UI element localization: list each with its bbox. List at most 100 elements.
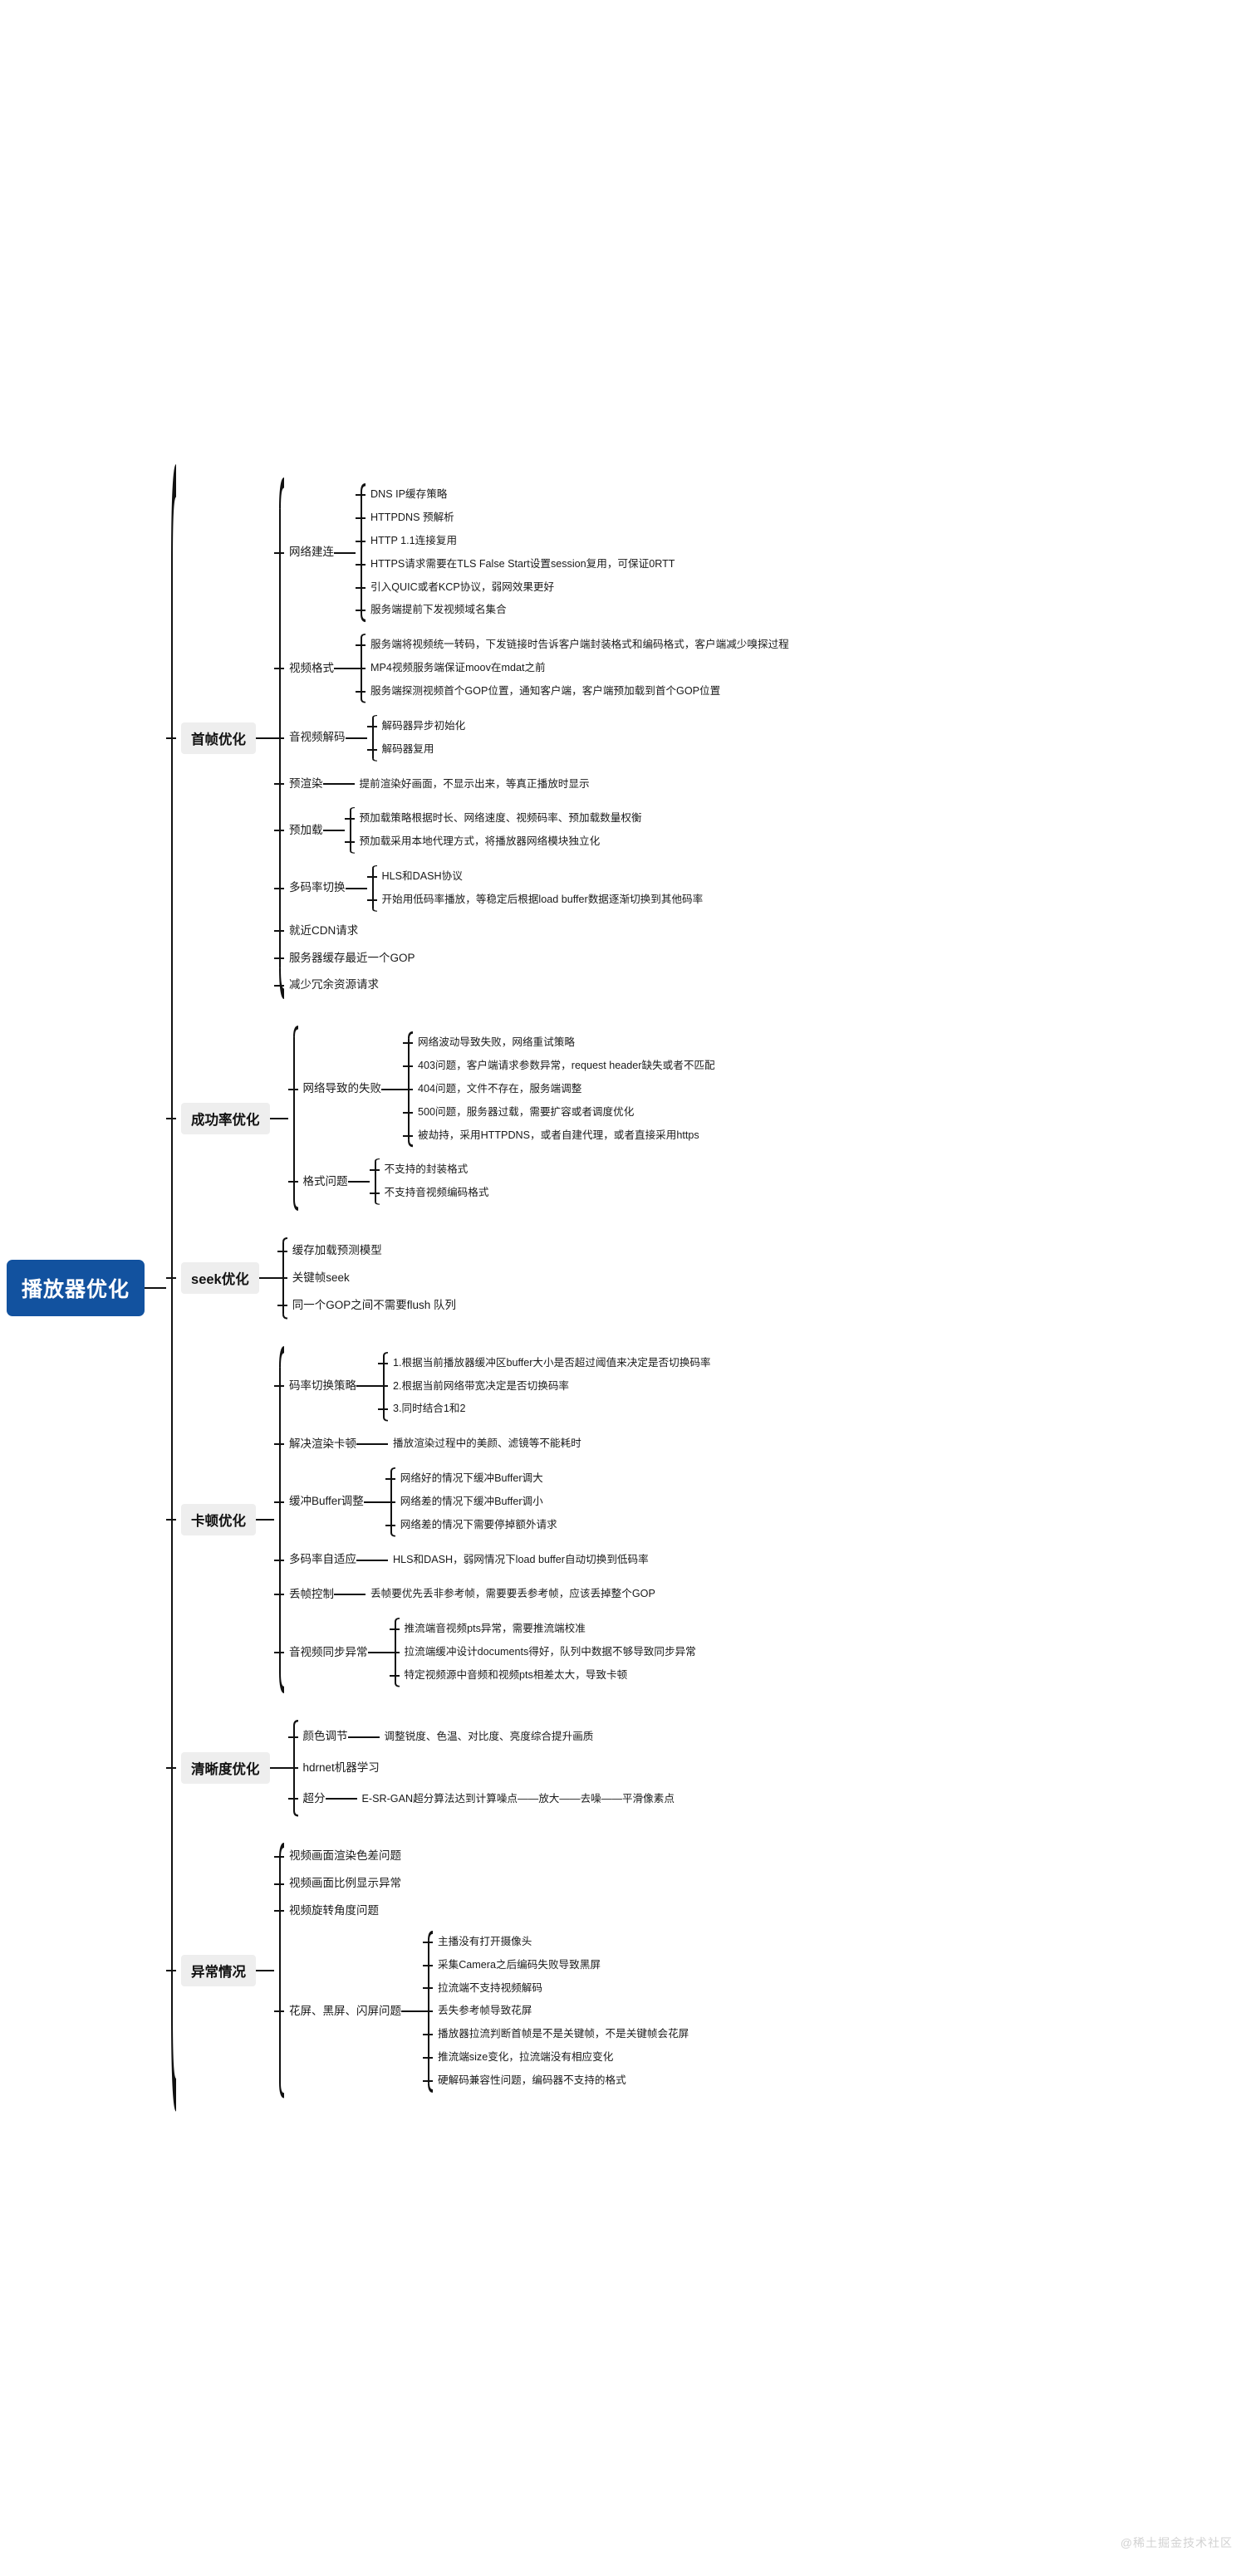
mindmap-leaf-label[interactable]: 推流端音视频pts异常，需要推流端校准 <box>404 1623 586 1635</box>
connector-dash <box>277 1277 287 1280</box>
mindmap-branch-label[interactable]: 网络导致的失败 <box>302 1082 382 1095</box>
mindmap-branch-label[interactable]: 音视频同步异常 <box>289 1645 368 1658</box>
mindmap-leaf-label[interactable]: 不支持音视频编码格式 <box>384 1187 489 1199</box>
mindmap-leaf-label[interactable]: 被劫持，采用HTTPDNS，或者自建代理，或者直接采用https <box>418 1129 699 1141</box>
mindmap-branch-label[interactable]: 网络建连 <box>289 546 335 559</box>
mindmap-leaf-label[interactable]: 特定视频源中音频和视频pts相差太大，导致卡顿 <box>404 1668 628 1681</box>
mindmap-leaf-label[interactable]: 服务端探测视频首个GOP位置，通知客户端，客户端预加载到首个GOP位置 <box>370 684 721 697</box>
mindmap-node: 提前渲染好画面，不显示出来，等真正播放时显示 <box>344 777 590 792</box>
mindmap-node: 多码率切换 <box>274 880 346 896</box>
mindmap-node-l2: hdrnet机器学习 <box>287 1761 675 1776</box>
mindmap-leaf-label[interactable]: 网络好的情况下缓冲Buffer调大 <box>400 1472 543 1485</box>
mindmap-branch-title[interactable]: seek优化 <box>181 1262 259 1295</box>
mindmap-node: 码率切换策略 <box>274 1379 356 1394</box>
mindmap-branch-label[interactable]: 解决渲染卡顿 <box>289 1437 357 1450</box>
mindmap-branch-title[interactable]: 成功率优化 <box>181 1102 270 1134</box>
mindmap-branch-label[interactable]: 视频画面比例显示异常 <box>289 1877 402 1890</box>
mindmap-branch-title[interactable]: 清晰度优化 <box>181 1752 270 1785</box>
mindmap-leaf-label[interactable]: 播放器拉流判断首帧是不是关键帧，不是关键帧会花屏 <box>438 2028 689 2040</box>
mindmap-leaf-label[interactable]: 服务端提前下发视频域名集合 <box>370 604 507 616</box>
mindmap-leaf-label[interactable]: HTTPDNS 预解析 <box>370 512 454 524</box>
mindmap-branch-label[interactable]: 缓冲Buffer调整 <box>289 1495 364 1508</box>
mindmap-branch-label[interactable]: 丢帧控制 <box>289 1587 335 1600</box>
mindmap-branch-title[interactable]: 异常情况 <box>181 1955 257 1987</box>
mindmap-branch-label[interactable]: 视频旋转角度问题 <box>289 1904 380 1917</box>
mindmap-leaf-label[interactable]: 推流端size变化，拉流端没有相应变化 <box>438 2051 614 2064</box>
mindmap-branch-label[interactable]: 就近CDN请求 <box>289 923 359 937</box>
mindmap-branch-label[interactable]: 多码率切换 <box>289 881 346 894</box>
mindmap-leaf-label[interactable]: HTTPS请求需要在TLS False Start设置session复用，可保证… <box>370 557 675 570</box>
mindmap-leaf-label[interactable]: 网络差的情况下缓冲Buffer调小 <box>400 1495 543 1507</box>
mindmap-branch-label[interactable]: 颜色调节 <box>302 1730 348 1743</box>
mindmap-leaf-label[interactable]: 2.根据当前网络带宽决定是否切换码率 <box>393 1379 570 1392</box>
mindmap-branch-label[interactable]: 视频格式 <box>289 661 335 674</box>
mindmap-branch-label[interactable]: 音视频解码 <box>289 731 346 744</box>
mindmap-leaf-label[interactable]: 硬解码兼容性问题，编码器不支持的格式 <box>438 2074 626 2086</box>
mindmap-leaf-label[interactable]: 404问题，文件不存在，服务端调整 <box>418 1082 582 1095</box>
mindmap-leaf-label[interactable]: HLS和DASH，弱网情况下load buffer自动切换到低码率 <box>393 1553 649 1565</box>
root-node-label[interactable]: 播放器优化 <box>7 1260 145 1316</box>
mindmap-branch-label[interactable]: 格式问题 <box>302 1174 348 1188</box>
mindmap-leaf-label[interactable]: HTTP 1.1连接复用 <box>370 534 458 546</box>
mindmap-leaf-label[interactable]: 解码器异步初始化 <box>381 719 466 732</box>
mindmap-leaf-label[interactable]: HLS和DASH协议 <box>381 870 463 883</box>
mindmap-leaf-label[interactable]: 丢帧要优先丢非参考帧，需要要丢参考帧，应该丢掉整个GOP <box>370 1588 655 1600</box>
mindmap-node-l2: 关键帧seek <box>277 1271 456 1286</box>
mindmap-leaf-label[interactable]: 预加载采用本地代理方式，将播放器网络模块独立化 <box>359 835 601 848</box>
mindmap-leaf-label[interactable]: 开始用低码率播放，等稳定后根据load buffer数据逐渐切换到其他码率 <box>381 893 704 905</box>
mindmap-leaf-label[interactable]: 采集Camera之后编码失败导致黑屏 <box>438 1958 601 1971</box>
mindmap-leaf-label[interactable]: 拉流端缓冲设计documents得好，队列中数据不够导致同步异常 <box>404 1646 696 1658</box>
mindmap-branch-label[interactable]: 缓存加载预测模型 <box>292 1244 382 1257</box>
mindmap-branch-label[interactable]: 花屏、黑屏、闪屏问题 <box>289 2004 402 2017</box>
mindmap-leaf-label[interactable]: 3.同时结合1和2 <box>393 1403 466 1415</box>
mindmap-branch-label[interactable]: 预加载 <box>289 823 323 836</box>
mindmap-leaf-label[interactable]: 主播没有打开摄像头 <box>438 1935 532 1947</box>
mindmap-node: 缓冲Buffer调整 <box>274 1494 364 1510</box>
mindmap-node: 丢失参考帧导致花屏 <box>423 2004 689 2019</box>
mindmap-branch-label[interactable]: 同一个GOP之间不需要flush 队列 <box>292 1298 457 1311</box>
mindmap-children-l3: 网络好的情况下缓冲Buffer调大网络差的情况下缓冲Buffer调小网络差的情况… <box>385 1467 557 1537</box>
mindmap-leaf-label[interactable]: 服务端将视频统一转码，下发链接时告诉客户端封装格式和编码格式，客户端减少嗅探过程 <box>370 639 789 651</box>
mindmap-leaf-label[interactable]: DNS IP缓存策略 <box>370 488 448 501</box>
mindmap-leaf-label[interactable]: 网络波动导致失败，网络重试策略 <box>418 1036 575 1049</box>
mindmap-branch-label[interactable]: 减少冗余资源请求 <box>289 978 380 992</box>
mindmap-leaf-label[interactable]: 网络差的情况下需要停掉额外请求 <box>400 1518 557 1530</box>
mindmap-branch-label[interactable]: 超分 <box>302 1792 326 1805</box>
mindmap-node-l2: 减少冗余资源请求 <box>274 977 789 993</box>
connector-stub <box>325 1798 347 1800</box>
mindmap-leaf-label[interactable]: 丢失参考帧导致花屏 <box>438 2005 532 2017</box>
mindmap-leaf-label[interactable]: 预加载策略根据时长、网络速度、视频码率、预加载数量权衡 <box>359 812 642 825</box>
mindmap-node-l2: 视频旋转角度问题 <box>274 1903 689 1919</box>
mindmap-branch-title[interactable]: 首帧优化 <box>181 722 257 755</box>
mindmap-leaf-label[interactable]: E-SR-GAN超分算法达到计算噪点——放大——去噪——平滑像素点 <box>361 1792 675 1805</box>
mindmap-branch-label[interactable]: hdrnet机器学习 <box>302 1761 380 1774</box>
mindmap-node: 多码率自适应 <box>274 1552 356 1568</box>
mindmap-subtree-l3: E-SR-GAN超分算法达到计算噪点——放大——去噪——平滑像素点 <box>346 1788 675 1811</box>
mindmap-branch-label[interactable]: 视频画面渲染色差问题 <box>289 1849 402 1863</box>
mindmap-branch-label[interactable]: 多码率自适应 <box>289 1553 357 1566</box>
mindmap-leaf-label[interactable]: 调整锐度、色温、对比度、亮度综合提升画质 <box>384 1730 594 1742</box>
mindmap-leaf-label[interactable]: 提前渲染好画面，不显示出来，等真正播放时显示 <box>359 777 590 790</box>
mindmap-leaf-label[interactable]: 播放渲染过程中的美颜、滤镜等不能耗时 <box>393 1437 581 1450</box>
mindmap-branch-label[interactable]: 关键帧seek <box>292 1271 350 1284</box>
mindmap-children-l3: 服务端将视频统一转码，下发链接时告诉客户端封装格式和编码格式，客户端减少嗅探过程… <box>356 634 789 703</box>
mindmap-node: 拉流端缓冲设计documents得好，队列中数据不够导致同步异常 <box>389 1645 696 1660</box>
mindmap-leaf-label[interactable]: 引入QUIC或者KCP协议，弱网效果更好 <box>370 580 555 593</box>
connector-dash <box>423 1941 434 1943</box>
mindmap-leaf-label[interactable]: MP4视频服务端保证moov在mdat之前 <box>370 662 546 674</box>
mindmap-branch-label[interactable]: 码率切换策略 <box>289 1379 357 1393</box>
mindmap-subtree-l3: 服务端将视频统一转码，下发链接时告诉客户端封装格式和编码格式，客户端减少嗅探过程… <box>356 634 789 703</box>
mindmap-leaf-label[interactable]: 500问题，服务器过载，需要扩容或者调度优化 <box>418 1105 635 1118</box>
mindmap-leaf-label[interactable]: 403问题，客户端请求参数异常，request header缺失或者不匹配 <box>418 1060 715 1072</box>
connector-stub <box>258 1277 277 1280</box>
mindmap-node: 网络波动导致失败，网络重试策略 <box>403 1036 715 1050</box>
mindmap-branch-title[interactable]: 卡顿优化 <box>181 1503 257 1535</box>
mindmap-leaf-label[interactable]: 拉流端不支持视频解码 <box>438 1981 542 1994</box>
connector-stub <box>356 1559 379 1561</box>
mindmap-branch-label[interactable]: 预渲染 <box>289 777 323 790</box>
mindmap-node-l2: 格式问题 不支持的封装格式不支持音视频编码格式 <box>287 1158 715 1206</box>
mindmap-leaf-label[interactable]: 不支持的封装格式 <box>384 1163 469 1176</box>
mindmap-leaf-label[interactable]: 解码器复用 <box>381 742 434 755</box>
mindmap-leaf-label[interactable]: 1.根据当前播放器缓冲区buffer大小是否超过阈值来决定是否切换码率 <box>393 1356 711 1369</box>
mindmap-branch-label[interactable]: 服务器缓存最近一个GOP <box>289 951 415 964</box>
